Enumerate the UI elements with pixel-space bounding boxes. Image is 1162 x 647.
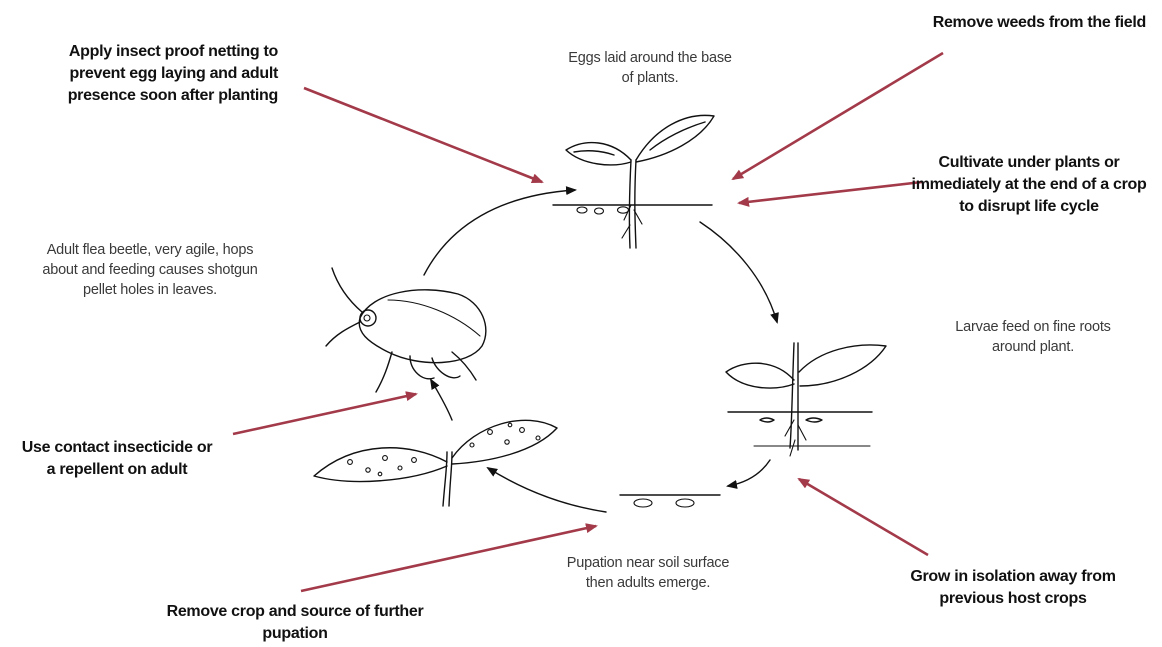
remove-crop-label: Remove crop and source of further pupati…	[140, 601, 450, 645]
isolation-label: Grow in isolation away from previous hos…	[888, 566, 1138, 610]
cultivate-arrow	[739, 182, 922, 203]
cultivate-label-line: Cultivate under plants or	[904, 152, 1154, 174]
pupation-description-line: Pupation near soil surface	[538, 553, 758, 573]
adult-description-line: about and feeding causes shotgun	[10, 260, 290, 280]
isolation-label-line: Grow in isolation away from	[888, 566, 1138, 588]
weeds-label-line: Remove weeds from the field	[880, 12, 1146, 34]
netting-label-line: prevent egg laying and adult	[16, 63, 278, 85]
adult-description-line: pellet holes in leaves.	[10, 280, 290, 300]
seedling-larvae-illustration	[726, 343, 886, 456]
isolation-label-line: previous host crops	[888, 588, 1138, 610]
cultivate-label-line: to disrupt life cycle	[904, 196, 1154, 218]
insecticide-arrow	[233, 394, 416, 434]
larvae-description-line: Larvae feed on fine roots	[925, 317, 1141, 337]
larvae-description: Larvae feed on fine roots around plant.	[925, 317, 1141, 357]
pupation-description: Pupation near soil surface then adults e…	[538, 553, 758, 593]
cultivate-label: Cultivate under plants or immediately at…	[904, 152, 1154, 218]
cycle-arrow-adult-to-eggs	[424, 190, 575, 275]
intervention-arrows	[233, 53, 943, 591]
cultivate-label-line: immediately at the end of a crop	[904, 174, 1154, 196]
isolation-arrow	[799, 479, 928, 555]
eggs-description-line: Eggs laid around the base	[540, 48, 760, 68]
cycle-arrow-eggs-to-larvae	[700, 222, 777, 322]
eggs-description: Eggs laid around the base of plants.	[540, 48, 760, 88]
insecticide-label: Use contact insecticide or a repellent o…	[4, 437, 230, 481]
netting-arrow	[304, 88, 542, 182]
flea-beetle-illustration	[326, 268, 486, 392]
eggs-description-line: of plants.	[540, 68, 760, 88]
pupae-illustration	[620, 495, 720, 507]
weeds-label: Remove weeds from the field	[880, 12, 1146, 34]
netting-label-line: presence soon after planting	[16, 85, 278, 107]
netting-label-line: Apply insect proof netting to	[16, 41, 278, 63]
cycle-arrow-pupae-to-plant	[488, 468, 606, 512]
cycle-arrow-plant-to-adult	[431, 380, 452, 420]
seedling-eggs-illustration	[553, 115, 714, 248]
adult-description: Adult flea beetle, very agile, hops abou…	[10, 240, 290, 300]
netting-label: Apply insect proof netting to prevent eg…	[16, 41, 278, 107]
remove-crop-label-line: pupation	[140, 623, 450, 645]
insecticide-label-line: Use contact insecticide or	[4, 437, 230, 459]
remove-crop-label-line: Remove crop and source of further	[140, 601, 450, 623]
damaged-plant-illustration	[314, 420, 557, 506]
insecticide-label-line: a repellent on adult	[4, 459, 230, 481]
pupation-description-line: then adults emerge.	[538, 573, 758, 593]
adult-description-line: Adult flea beetle, very agile, hops	[10, 240, 290, 260]
cycle-arrow-larvae-to-pupae	[728, 460, 770, 486]
larvae-description-line: around plant.	[925, 337, 1141, 357]
